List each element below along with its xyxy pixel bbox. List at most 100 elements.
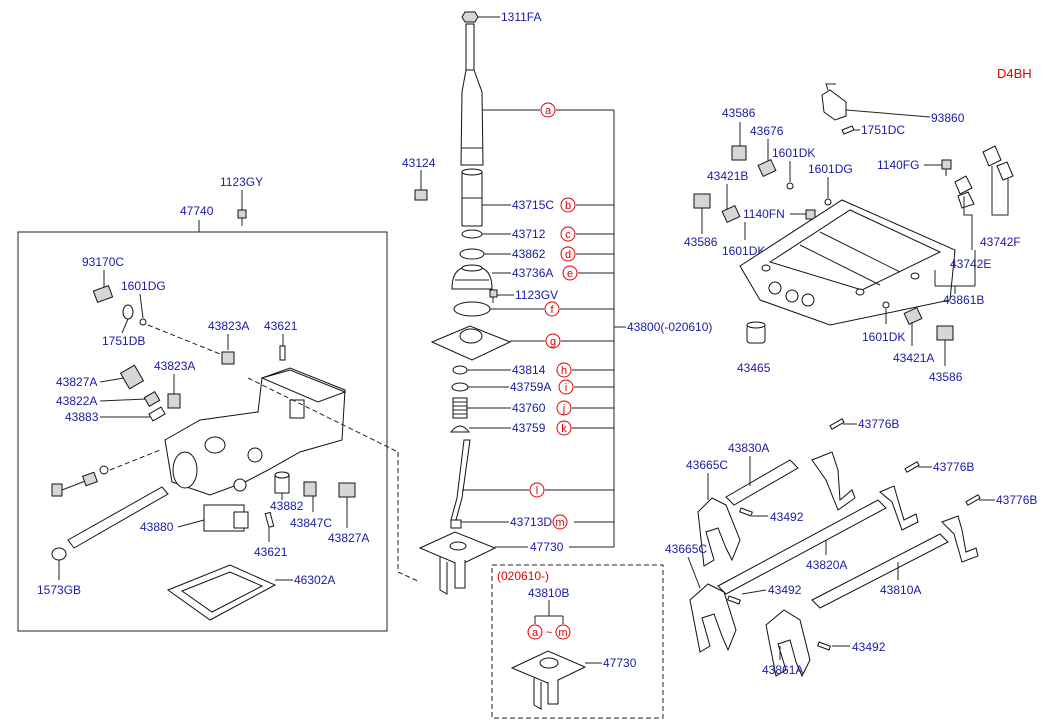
shift-lug-2 [879,485,919,531]
pin-43621-2 [264,511,275,528]
ref-e: e [567,268,573,280]
ref-f: f [550,304,554,316]
washer-1751DB [122,304,134,320]
switch-93860 [821,89,847,121]
label-43861A: 43861A [762,663,803,677]
label-43492-3: 43492 [852,640,886,654]
ref-b: b [565,200,571,212]
plug-43586-3 [936,325,954,341]
pin-43776B-3 [965,494,981,506]
ref-tilde: ~ [546,627,552,639]
label-43586-1: 43586 [722,106,756,120]
bushing-43742F-b [996,161,1014,181]
bolt-1140FN [805,209,816,220]
spring-43760 [452,397,468,419]
label-43861B: 43861B [943,293,984,307]
label-43421B: 43421B [707,169,748,183]
bushing-43742E-b [957,191,975,209]
pin-43492-3 [817,641,831,651]
label-43676: 43676 [750,124,784,138]
label-43665C-2: 43665C [665,542,707,556]
ref-c: c [565,229,571,241]
plug-43827A-2 [338,482,356,498]
label-43742E: 43742E [950,257,991,271]
label-43124: 43124 [402,156,436,170]
shift-shaft-43880 [67,486,169,549]
ring-43712 [461,229,483,239]
bushing-43713D [450,519,462,529]
label-1140FG: 1140FG [877,158,919,172]
label-43822A: 43822A [56,394,97,408]
label-43776B-1: 43776B [858,417,899,431]
label-43776B-2: 43776B [933,460,974,474]
shift-housing-assembly: 1123GY 47740 93170C 1601DG 1751DB 43823A… [17,175,399,632]
label-43880: 43880 [140,520,174,534]
bolt-1140FG [941,159,952,170]
bushing-43742F [982,145,1002,167]
label-1751DC: 1751DC [861,123,905,137]
ref-h: h [561,365,567,377]
oring-f [453,301,491,317]
center-labels: 43715C 43712 43862 43736A 43800(-020610)… [510,198,712,554]
label-43823A-1: 43823A [208,319,249,333]
lever-sleeve [461,171,483,227]
label-43492-2: 43492 [768,583,802,597]
label-020610: (020610-) [497,569,549,583]
ref-a: a [545,105,552,117]
label-1601DK-1: 1601DK [772,146,815,160]
label-43776B-3: 43776B [996,493,1037,507]
label-43847C: 43847C [290,516,332,530]
rail-43810A [811,533,949,609]
label-43586-3: 43586 [929,370,963,384]
label-43760: 43760 [512,401,546,415]
plug-43586-2 [693,193,711,209]
label-43827A-1: 43827A [56,375,97,389]
label-43800: 43800(-020610) [627,320,712,334]
washer-43759A [451,382,469,392]
label-46302A: 46302A [294,573,335,587]
lever-tapered-shaft [460,69,484,166]
label-43862: 43862 [512,247,546,261]
plug-1573GB [51,547,67,561]
spring-43676 [757,158,777,178]
label-43621-2: 43621 [254,545,288,559]
bolt-43124 [414,189,428,201]
ref-m-inset: m [558,627,567,639]
label-47740: 47740 [180,204,214,218]
shift-lug-3 [941,515,979,563]
label-1601DK-3: 1601DK [862,330,905,344]
label-93860: 93860 [931,111,965,125]
spring-43421A [903,306,923,326]
ref-g: g [550,336,556,348]
connector-dashed [397,452,421,583]
pin-43883 [148,406,166,422]
label-43715C: 43715C [512,198,554,212]
fork-43665C-2 [689,583,737,653]
pin-43492-2 [727,595,741,605]
label-43421A: 43421A [893,351,934,365]
plug-43827A-1 [119,364,145,390]
ref-m: m [555,517,564,529]
fork-43861A [765,609,811,678]
spring-43822A [143,390,161,408]
label-43712: 43712 [512,227,546,241]
label-43736A: 43736A [512,266,553,280]
label-43823A-2: 43823A [154,359,195,373]
ref-i: i [565,382,567,394]
lever-threaded-rod [465,23,475,71]
ref-l: l [536,485,538,497]
pin-43776B-2 [904,461,920,473]
pin-43621-1 [279,345,286,361]
cover-assembly: 93860 1751DC 43586 43676 1601DK 1601DG 1… [684,83,1021,384]
shift-lever-assembly: 1311FA 1123GV [402,10,558,595]
inset-020610: (020610-) 43810B a ~ m 47730 [491,564,664,719]
label-43492-1: 43492 [770,510,804,524]
label-43810B: 43810B [528,586,569,600]
housing-frame [17,231,388,632]
label-1751DB: 1751DB [102,334,145,348]
label-47730: 47730 [530,540,564,554]
ref-j: j [562,403,565,415]
forks-rails-assembly: 43776B 43776B 43776B 43830A 43665C 43492… [665,417,1037,678]
label-43759: 43759 [512,421,546,435]
